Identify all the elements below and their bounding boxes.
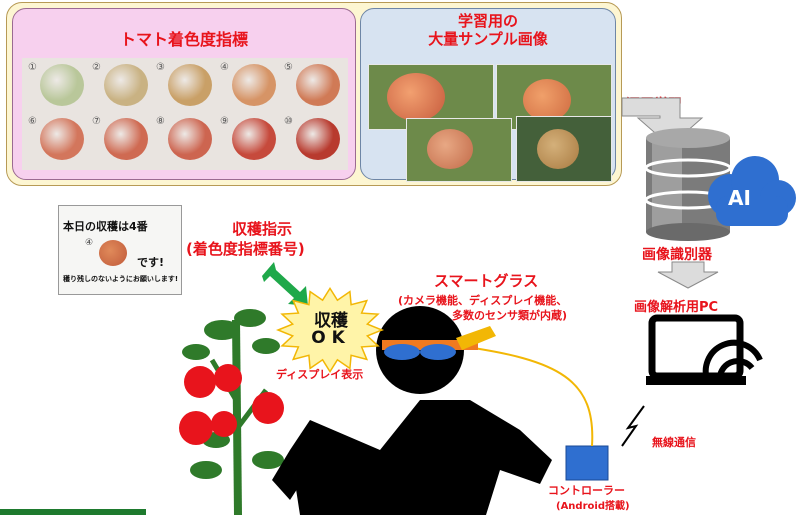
burst-text-2: OK bbox=[311, 328, 351, 348]
color-index-number: ⑧ bbox=[156, 116, 165, 127]
display-card: 本日の収穫は4番 ④ です! 穫り残しのないようにお願いします! bbox=[58, 205, 182, 295]
color-index-number: ① bbox=[28, 62, 37, 73]
color-index-title: トマト着色度指標 bbox=[119, 30, 248, 49]
color-index-number: ⑤ bbox=[284, 62, 293, 73]
bottom-bar bbox=[0, 509, 146, 515]
wireless-signal-icon bbox=[621, 405, 645, 447]
color-index-tomato bbox=[296, 64, 340, 106]
person-icon bbox=[272, 306, 552, 515]
controller-sublabel: (Android搭載) bbox=[556, 501, 630, 512]
pc-label: 画像解析用PC bbox=[634, 300, 719, 315]
color-index-number: ⑦ bbox=[92, 116, 101, 127]
instruction-double-arrow bbox=[262, 262, 308, 306]
smart-glasses-desc-2: 多数のセンサ類が内蔵) bbox=[452, 309, 568, 322]
instruction-title: 収穫指示 bbox=[232, 220, 293, 238]
ok-burst bbox=[275, 286, 385, 374]
sample-photo-4 bbox=[516, 116, 612, 182]
color-index-number: ③ bbox=[156, 62, 165, 73]
controller-label: コントローラー bbox=[548, 484, 625, 497]
color-index-cell: ④ bbox=[220, 62, 280, 110]
wireless-label: 無線通信 bbox=[652, 436, 696, 449]
color-index-number: ② bbox=[92, 62, 101, 73]
display-card-line2: です! bbox=[137, 256, 165, 269]
color-index-cell: ⑧ bbox=[156, 116, 216, 164]
color-index-cell: ⑩ bbox=[284, 116, 344, 164]
color-index-tomato bbox=[104, 118, 148, 160]
color-index-tomato bbox=[40, 118, 84, 160]
color-index-cell: ③ bbox=[156, 62, 216, 110]
color-index-tomato bbox=[232, 118, 276, 160]
color-index-number: ⑩ bbox=[284, 116, 293, 127]
burst-text-1: 収穫 bbox=[314, 311, 348, 331]
sample-photo-3 bbox=[406, 118, 512, 182]
display-card-tomato bbox=[99, 240, 127, 266]
color-index-number: ④ bbox=[220, 62, 229, 73]
color-index-cell: ② bbox=[92, 62, 152, 110]
smart-glasses-icon bbox=[382, 326, 496, 360]
color-index-cell: ① bbox=[28, 62, 88, 110]
display-card-line3: 穫り残しのないようにお願いします! bbox=[63, 275, 179, 283]
laptop-icon bbox=[646, 314, 763, 385]
color-index-tomato bbox=[104, 64, 148, 106]
training-title: 学習用の 大量サンプル画像 bbox=[360, 12, 616, 48]
instruction-subtitle: (着色度指標番号) bbox=[186, 240, 305, 258]
classifier-label: 画像識別器 bbox=[642, 247, 712, 263]
tomato-plant-icon bbox=[179, 309, 284, 515]
color-index-tomato bbox=[296, 118, 340, 160]
ai-cloud-icon bbox=[708, 156, 796, 226]
smart-glasses-title: スマートグラス bbox=[434, 272, 539, 290]
training-title-line2: 大量サンプル画像 bbox=[428, 30, 548, 48]
color-index-number: ⑥ bbox=[28, 116, 37, 127]
smart-glasses-desc-1: (カメラ機能、ディスプレイ機能、 bbox=[398, 294, 568, 307]
controller-icon bbox=[565, 445, 609, 481]
training-title-line1: 学習用の bbox=[457, 12, 518, 30]
display-card-num: ④ bbox=[85, 238, 94, 248]
display-card-line1: 本日の収穫は4番 bbox=[63, 220, 148, 233]
color-index-chart: ① ② ③ ④ ⑤ ⑥ ⑦ ⑧ ⑨ ⑩ bbox=[22, 58, 348, 170]
controller-cable bbox=[459, 345, 594, 447]
classifier-to-pc-arrow bbox=[657, 261, 719, 289]
color-index-tomato bbox=[40, 64, 84, 106]
color-index-cell: ⑤ bbox=[284, 62, 344, 110]
color-index-tomato bbox=[168, 118, 212, 160]
color-index-cell: ⑥ bbox=[28, 116, 88, 164]
color-index-number: ⑨ bbox=[220, 116, 229, 127]
color-index-tomato bbox=[232, 64, 276, 106]
ai-badge: AI bbox=[728, 186, 751, 210]
color-index-cell: ⑦ bbox=[92, 116, 152, 164]
display-label: ディスプレイ表示 bbox=[276, 368, 364, 381]
color-index-cell: ⑨ bbox=[220, 116, 280, 164]
color-index-tomato bbox=[168, 64, 212, 106]
